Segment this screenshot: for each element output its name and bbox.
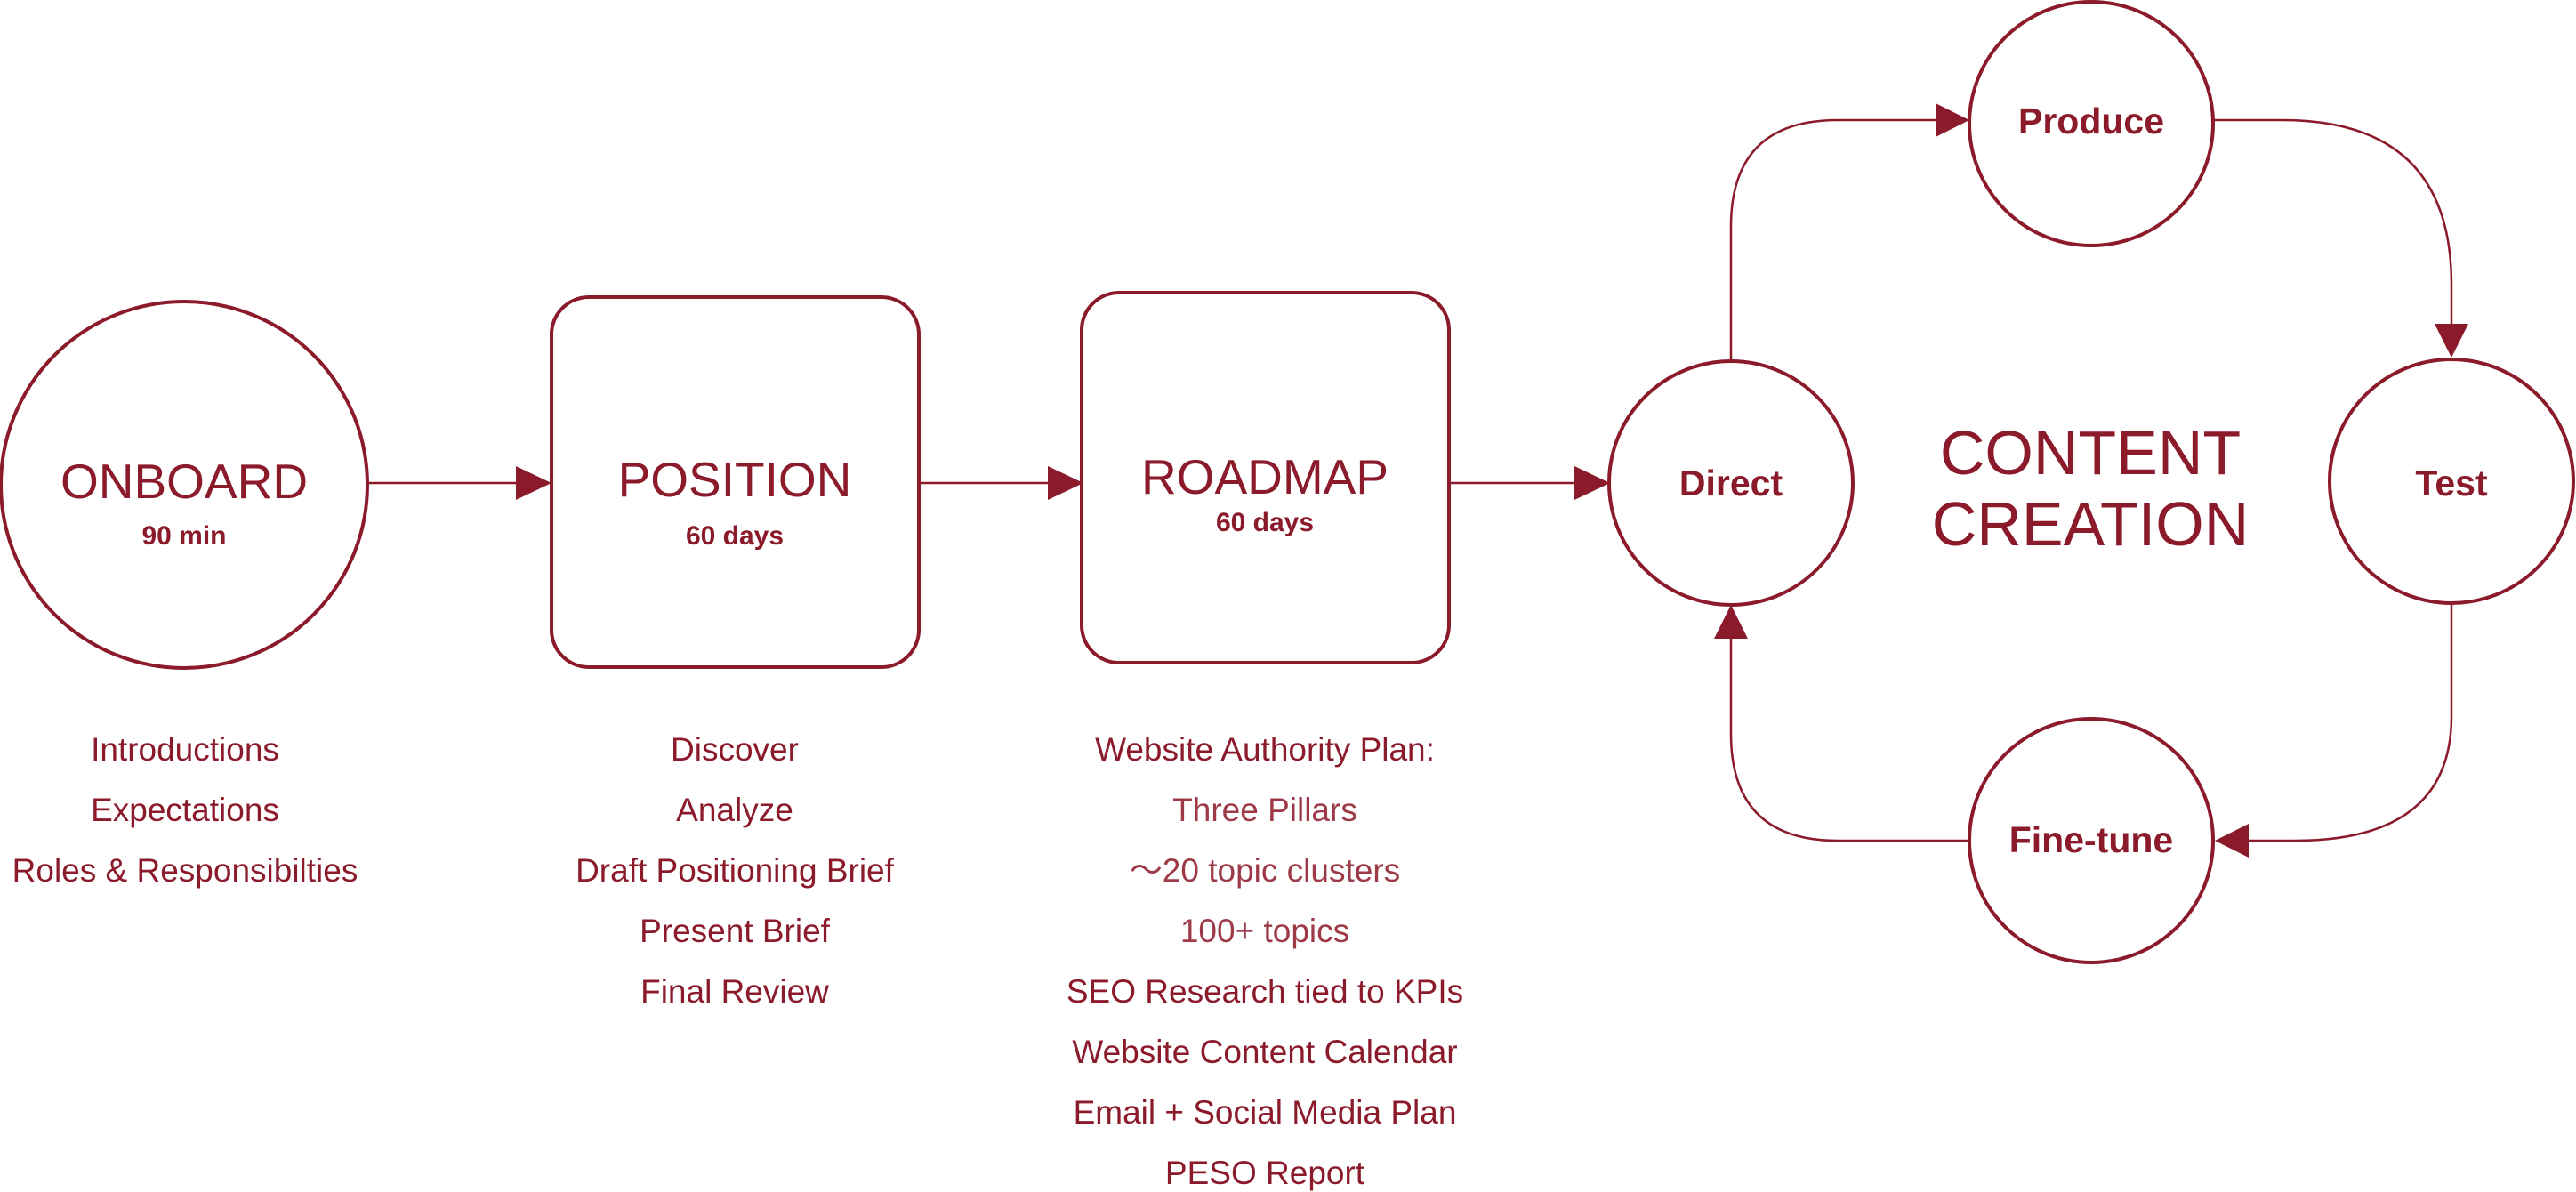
list-item: 100+ topics bbox=[1180, 913, 1349, 949]
cycle-title-line2: CREATION bbox=[1932, 489, 2250, 559]
list-item: Introductions bbox=[91, 731, 279, 768]
list-item: Three Pillars bbox=[1172, 792, 1357, 828]
content-creation-cycle: CONTENT CREATION Direct Produce Test Fin… bbox=[1607, 0, 2575, 964]
arrow-up-icon bbox=[1714, 605, 1748, 639]
arrow-right-icon bbox=[1574, 466, 1610, 500]
list-item: Roles & Responsibilties bbox=[12, 852, 358, 889]
list-item: Website Authority Plan: bbox=[1095, 731, 1435, 768]
arrow-right-icon bbox=[1936, 103, 1969, 137]
produce-label: Produce bbox=[2018, 101, 2164, 141]
position-list: Discover Analyze Draft Positioning Brief… bbox=[576, 731, 895, 1010]
produce-node bbox=[1968, 0, 2215, 247]
direct-label: Direct bbox=[1679, 463, 1783, 503]
list-item: SEO Research tied to KPIs bbox=[1067, 973, 1463, 1010]
onboard-list: Introductions Expectations Roles & Respo… bbox=[12, 731, 358, 889]
list-item: Discover bbox=[671, 731, 799, 768]
onboard-circle bbox=[0, 300, 369, 670]
list-item: Final Review bbox=[640, 973, 829, 1010]
roadmap-title: ROADMAP bbox=[1141, 449, 1389, 504]
test-node bbox=[2328, 358, 2575, 605]
list-item: Draft Positioning Brief bbox=[576, 852, 895, 889]
roadmap-list: Website Authority Plan: Three Pillars 〜2… bbox=[1067, 731, 1463, 1191]
connector-direct-produce bbox=[1729, 118, 1936, 360]
connector-produce-test bbox=[2214, 118, 2453, 324]
position-duration: 60 days bbox=[686, 521, 784, 551]
list-item: Email + Social Media Plan bbox=[1074, 1094, 1457, 1131]
roadmap-stage: ROADMAP 60 days bbox=[1080, 291, 1451, 664]
position-stage: POSITION 60 days bbox=[550, 295, 921, 669]
arrow-right-icon bbox=[516, 466, 551, 500]
direct-node bbox=[1607, 359, 1855, 607]
cycle-title-line1: CONTENT bbox=[1940, 418, 2241, 487]
test-label: Test bbox=[2415, 463, 2488, 503]
connector-onboard-position bbox=[368, 466, 551, 500]
list-item: PESO Report bbox=[1165, 1155, 1365, 1191]
list-item: Expectations bbox=[91, 792, 279, 828]
roadmap-duration: 60 days bbox=[1216, 508, 1314, 537]
position-title: POSITION bbox=[618, 452, 852, 507]
list-item: Present Brief bbox=[640, 913, 831, 949]
arrow-left-icon bbox=[2215, 824, 2249, 858]
onboard-stage: ONBOARD 90 min bbox=[0, 300, 369, 670]
finetune-label: Fine-tune bbox=[2009, 819, 2173, 860]
position-box bbox=[550, 295, 921, 669]
onboard-duration: 90 min bbox=[141, 521, 226, 551]
finetune-node bbox=[1968, 717, 2215, 964]
roadmap-box bbox=[1080, 291, 1451, 664]
list-item: Website Content Calendar bbox=[1072, 1034, 1457, 1070]
list-item: 〜20 topic clusters bbox=[1130, 852, 1400, 889]
connector-roadmap-direct bbox=[1451, 466, 1610, 500]
arrow-right-icon bbox=[1048, 466, 1083, 500]
connector-position-roadmap bbox=[921, 466, 1083, 500]
arrow-down-icon bbox=[2435, 324, 2468, 358]
onboard-title: ONBOARD bbox=[60, 454, 308, 509]
connector-test-finetune bbox=[2249, 605, 2453, 842]
connector-finetune-direct bbox=[1729, 639, 1968, 842]
list-item: Analyze bbox=[676, 792, 793, 828]
